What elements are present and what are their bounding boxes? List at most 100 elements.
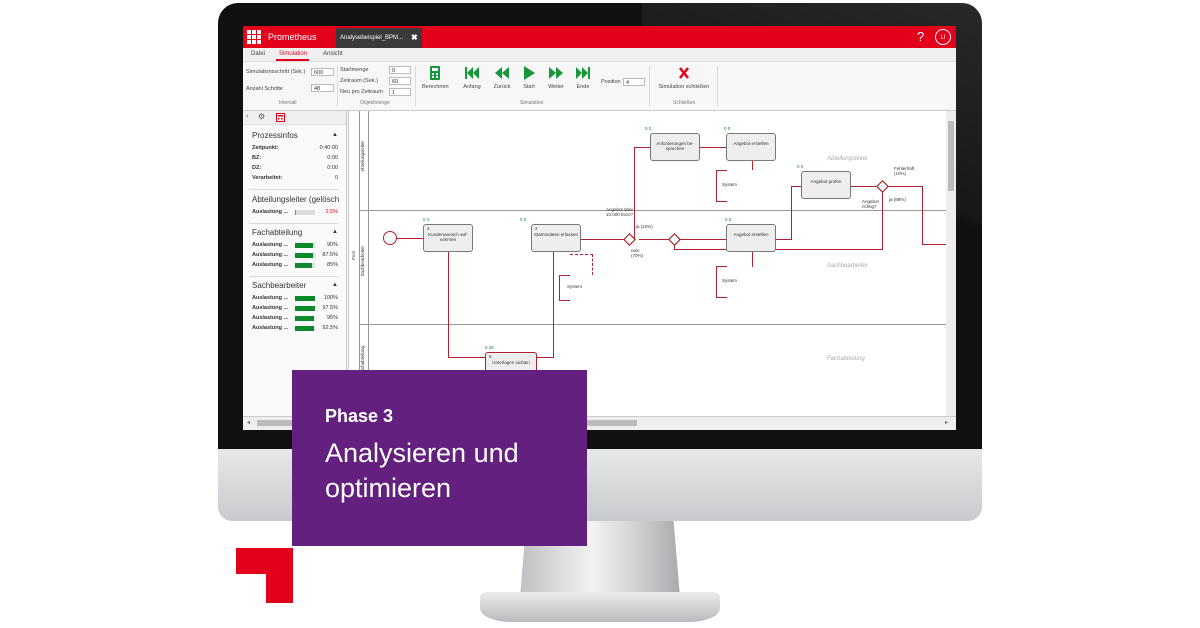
utilization-row: Auslastung ...85% — [252, 262, 338, 268]
section-title-prozessinfos: Prozessinfos — [252, 131, 298, 140]
close-icon[interactable]: ✖ — [411, 33, 418, 42]
section-title-abteilungsleiter: Abteilungsleiter (gelösch — [252, 195, 340, 204]
section-title-sachbearbeiter: Sachbearbeiter — [252, 281, 307, 290]
connector — [776, 239, 791, 240]
task-angebot-pruefen[interactable]: Angebot prüfen — [801, 171, 851, 199]
gateway[interactable] — [668, 233, 681, 246]
lane-divider — [359, 210, 949, 211]
utilization-bar — [295, 210, 315, 215]
utilization-row: Auslastung ...87.5% — [252, 252, 338, 258]
utilization-row: Auslastung ...2.5% — [252, 209, 338, 215]
task-angebot-erstellen-bottom[interactable]: Angebot erstellen — [726, 224, 776, 252]
connector — [850, 186, 878, 187]
lane-header-abteilungsleiter: Abteilungsleiter — [360, 141, 365, 172]
monitor-stand-foot — [480, 592, 720, 622]
connector — [448, 357, 485, 358]
connector — [553, 247, 554, 358]
info-row: Zeitpunkt:0:40:00 — [252, 145, 338, 151]
lane-divider — [359, 324, 949, 325]
annotation-bracket — [716, 266, 727, 298]
task-anforderungen[interactable]: Anforderungen be-sprechen — [650, 133, 700, 161]
skip-forward-icon — [576, 67, 590, 79]
connector — [922, 244, 949, 245]
section-divider — [249, 223, 339, 224]
collapse-icon[interactable]: ▲ — [332, 132, 338, 138]
calculator-icon — [430, 66, 440, 80]
ende-label: Ende — [576, 84, 590, 90]
connector — [397, 238, 423, 239]
app-grid-icon[interactable] — [247, 30, 261, 44]
connector — [791, 186, 801, 187]
connector — [581, 239, 625, 240]
connector — [634, 147, 650, 148]
vertical-scrollbar[interactable] — [946, 111, 956, 416]
utilization-row: Auslastung ...97.5% — [252, 305, 338, 311]
process-diagram[interactable]: Pool Abteilungsleiter Sachbearbeiter Fac… — [348, 111, 949, 416]
info-row: Verarbeitet:0 — [252, 175, 338, 181]
tab-datei[interactable]: Datei — [251, 51, 266, 57]
gateway-note: Angebot richtig? — [862, 199, 879, 209]
annotation-bracket — [559, 275, 570, 301]
headline-line-1: Analysieren und — [325, 438, 519, 468]
task-angebot-erstellen-top[interactable]: Angebot erstellen — [726, 133, 776, 161]
help-icon[interactable]: ? — [917, 29, 925, 44]
scroll-thumb[interactable] — [948, 121, 954, 191]
start-button[interactable]: Start — [516, 66, 542, 90]
tab-ansicht[interactable]: Ansicht — [323, 51, 343, 57]
start-event[interactable] — [383, 231, 397, 245]
position-input[interactable]: 4 — [623, 78, 645, 86]
lane-header-sachbearbeiter: Sachbearbeiter — [360, 246, 365, 277]
neu-input[interactable]: 1 — [389, 88, 411, 96]
avatar[interactable]: LI — [935, 29, 951, 45]
berechnen-button[interactable]: Berechnen — [422, 66, 449, 90]
task-counter: 0 0 — [645, 126, 652, 131]
zeitraum-input[interactable]: 60 — [389, 77, 411, 85]
utilization-row: Auslastung ...92.5% — [252, 325, 338, 331]
simulation-schliessen-button[interactable]: Simulation schließen — [656, 66, 712, 90]
step-input[interactable]: 600 — [311, 68, 334, 76]
collapse-icon[interactable]: ▲ — [332, 229, 338, 235]
group-schliessen: Schließen — [673, 100, 696, 106]
gateway[interactable] — [876, 180, 889, 193]
panel-toolbar: ‹ ⚙ — [243, 111, 346, 125]
group-objektmenge: Objektmenge — [360, 100, 390, 106]
skip-back-icon — [465, 67, 479, 79]
app-screen: Prometheus Analysebeispiel_BPM... ✖ ? LI… — [243, 26, 956, 430]
tab-simulation[interactable]: Simulation — [279, 51, 308, 57]
zurueck-button[interactable]: Zurück — [489, 66, 515, 90]
utilization-bar — [295, 326, 315, 331]
calculator-icon[interactable] — [276, 113, 285, 122]
annotation-bracket — [716, 170, 727, 202]
rewind-icon — [495, 67, 509, 79]
group-simulation: Simulation — [520, 100, 544, 106]
chevron-right-icon[interactable]: ▸ — [945, 420, 949, 426]
startmenge-input[interactable]: 0 — [389, 66, 411, 74]
task-counter: 0 28 — [485, 345, 494, 350]
utilization-bar — [295, 253, 315, 258]
menu-tabs: Datei Simulation Ansicht — [243, 48, 956, 62]
utilization-bar — [295, 243, 315, 248]
zeitraum-label: Zeitraum (Sek.) — [340, 78, 378, 84]
anfang-button[interactable]: Anfang — [459, 66, 485, 90]
gateway-note: Fehlerhaft (10%) — [894, 166, 915, 176]
schliessen-label: Simulation schließen — [658, 84, 710, 90]
count-input[interactable]: 48 — [311, 84, 334, 92]
connector — [674, 249, 883, 250]
connector — [752, 249, 753, 267]
chevron-left-icon[interactable]: ◂ — [247, 420, 251, 426]
gear-icon[interactable]: ⚙ — [258, 112, 266, 121]
app-name: Prometheus — [268, 32, 317, 42]
startmenge-label: Startmenge — [340, 67, 369, 73]
ende-button[interactable]: Ende — [570, 66, 596, 90]
chevron-left-icon[interactable]: ‹ — [246, 113, 249, 120]
connector — [448, 238, 449, 357]
document-tab[interactable]: Analysebeispiel_BPM... — [336, 28, 422, 48]
dashed-connector — [570, 254, 593, 275]
collapse-icon[interactable]: ▲ — [332, 282, 338, 288]
divider — [415, 66, 416, 106]
weiter-button[interactable]: Weiter — [543, 66, 569, 90]
divider — [649, 66, 650, 106]
close-icon — [679, 67, 689, 79]
